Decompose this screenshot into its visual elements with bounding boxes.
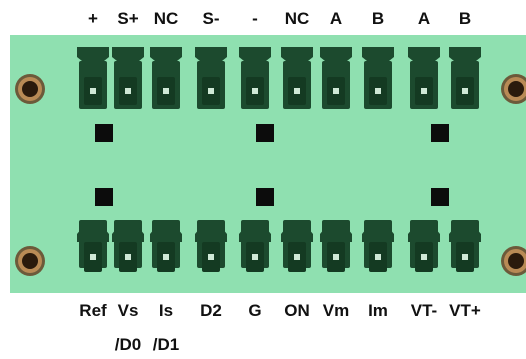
terminal-connector — [320, 220, 352, 272]
mounting-holes — [15, 74, 526, 276]
terminal-board — [10, 35, 526, 293]
pin-label: B — [371, 9, 385, 28]
terminal-connector — [408, 47, 440, 109]
mounting-hole-icon — [15, 74, 45, 104]
terminal-connector — [77, 220, 109, 272]
pcb-pad — [95, 124, 113, 142]
terminal-connector — [362, 47, 394, 109]
pin-label: Ref — [79, 301, 107, 320]
pin-label: /D0 — [114, 335, 142, 354]
terminal-connector — [150, 220, 182, 272]
pcb-pad — [256, 188, 274, 206]
pin-label: + — [88, 9, 98, 28]
terminal-connector — [239, 220, 271, 272]
pin-label: A — [329, 9, 343, 28]
pin-label: Vs — [117, 301, 139, 320]
bottom-terminal-row — [77, 220, 481, 272]
terminal-connector — [112, 220, 144, 272]
pin-label: S+ — [117, 9, 139, 28]
pin-label: /D1 — [152, 335, 180, 354]
terminal-connector — [281, 47, 313, 109]
pin-label: G — [248, 301, 262, 320]
terminal-connector — [449, 47, 481, 109]
pin-label: A — [417, 9, 431, 28]
pcb-pad — [95, 188, 113, 206]
pcb-pad — [431, 188, 449, 206]
terminal-connector — [112, 47, 144, 109]
pin-label: VT- — [410, 301, 438, 320]
terminal-connector — [195, 47, 227, 109]
terminal-connector — [195, 220, 227, 272]
terminal-connector — [150, 47, 182, 109]
terminal-connector — [362, 220, 394, 272]
pin-label: Im — [368, 301, 388, 320]
mounting-hole-icon — [501, 74, 526, 104]
pin-label: Is — [158, 301, 174, 320]
pin-label: B — [458, 9, 472, 28]
terminal-connector — [77, 47, 109, 109]
terminal-connector — [281, 220, 313, 272]
terminal-connector — [449, 220, 481, 272]
pin-label: NC — [153, 9, 179, 28]
pcb-pad — [256, 124, 274, 142]
pin-label: ON — [284, 301, 310, 320]
terminal-connector — [408, 220, 440, 272]
pcb-pads — [95, 124, 449, 206]
pin-label: Vm — [322, 301, 350, 320]
pin-label: - — [252, 9, 258, 28]
top-terminal-row — [77, 47, 481, 109]
terminal-connector — [320, 47, 352, 109]
pin-label: NC — [284, 9, 310, 28]
terminal-connector — [239, 47, 271, 109]
pin-label: S- — [202, 9, 220, 28]
mounting-hole-icon — [15, 246, 45, 276]
pcb-pad — [431, 124, 449, 142]
pin-label: VT+ — [449, 301, 481, 320]
pin-label: D2 — [200, 301, 222, 320]
mounting-hole-icon — [501, 246, 526, 276]
